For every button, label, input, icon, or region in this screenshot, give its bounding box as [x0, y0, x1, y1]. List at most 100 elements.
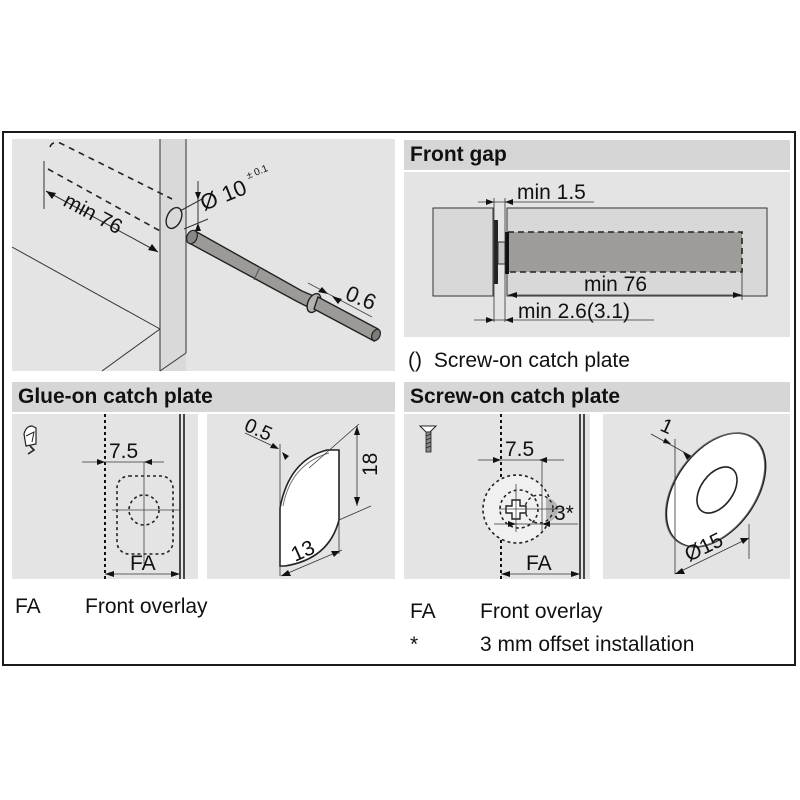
arrow-head — [195, 192, 201, 200]
glue-on-position-drawing: 7.5 FA — [23, 414, 185, 579]
overlay-label: FA — [526, 552, 552, 575]
arrow-head — [148, 244, 158, 252]
arrow-head — [505, 317, 513, 323]
catch-screw-head — [497, 241, 506, 265]
plate-center-hole — [696, 466, 738, 514]
dimension-extension-line — [183, 218, 209, 230]
arrow-head — [501, 571, 510, 577]
arrow-head — [542, 521, 550, 527]
legend-key: FA — [15, 595, 41, 618]
cabinet-side-face — [160, 139, 186, 371]
arrow-head — [281, 570, 291, 576]
offset-label: 3* — [554, 502, 574, 525]
screw-on-position-drawing: 7.5 3* FA — [418, 414, 585, 579]
overlay-label: FA — [130, 552, 156, 575]
screw-on-title: Screw-on catch plate — [410, 385, 621, 408]
glue-on-part-drawing: 18 13 0.5 — [241, 414, 382, 577]
arrow-head — [663, 438, 671, 444]
depth-label: min 76 — [60, 189, 126, 239]
arrow-head — [270, 443, 279, 449]
plate-edge — [664, 432, 766, 548]
note-text: Screw-on catch plate — [433, 349, 630, 372]
legend-key: * — [410, 633, 419, 656]
screw-on-position-panel: 7.5 3* FA — [404, 414, 590, 579]
screw-icon — [418, 425, 438, 453]
hole-opening — [165, 206, 183, 230]
arrow-head — [354, 426, 360, 435]
arrow-head — [486, 199, 494, 205]
width-dimension-line — [280, 549, 343, 577]
glue-on-header: Glue-on catch plate — [12, 382, 395, 412]
front-gap-title: Front gap — [410, 143, 507, 166]
legend-text: 3 mm offset installation — [480, 633, 695, 656]
distance-label: 7.5 — [505, 438, 534, 461]
glue-on-legend: FA Front overlay — [15, 595, 208, 619]
plate-edge-highlight — [282, 452, 330, 507]
height-label: 18 — [359, 453, 382, 476]
arrow-head — [318, 287, 328, 294]
glue-icon — [23, 425, 37, 455]
dimension-extension-line — [338, 505, 372, 521]
screw-on-legend: FA Front overlay * 3 mm offset installatio… — [410, 595, 694, 661]
hole-tolerance-label: ± 0.1 — [245, 163, 270, 182]
thickness-label: 0.5 — [241, 414, 275, 445]
depth-label: min 76 — [584, 273, 647, 296]
thickness-label: 1 — [657, 414, 676, 439]
diameter-dimension-line — [674, 537, 750, 575]
arrow-head — [493, 457, 501, 463]
arrow-head — [740, 538, 749, 544]
catch-plate-outline — [116, 475, 174, 555]
depth-dimension-line — [45, 190, 159, 253]
push-latch-body — [188, 230, 317, 310]
hole-diameter-label: Ø 10 — [197, 175, 251, 216]
hole-outline-dashed — [49, 141, 173, 200]
push-latch-end — [185, 229, 199, 245]
arrow-head — [195, 223, 201, 231]
arrow-head — [105, 571, 114, 577]
installation-panel: min 76 Ø 10 ± 0.1 0.6 — [11, 139, 395, 372]
arrow-head — [46, 191, 56, 199]
arrow-head — [675, 568, 685, 574]
drill-hole-with-latch — [507, 231, 743, 273]
legend-text: Front overlay — [85, 595, 208, 618]
arrow-head — [505, 199, 513, 205]
legend-row: * 3 mm offset installation — [410, 628, 694, 661]
offset-shaded-area — [546, 498, 558, 522]
arrow-head — [144, 459, 152, 465]
installation-drawing: min 76 Ø 10 ± 0.1 0.6 — [11, 139, 382, 372]
latch-face — [505, 232, 509, 274]
arrow-head — [332, 296, 342, 304]
screw-on-part-panel: Ø15 1 — [603, 414, 790, 579]
screw-on-header: Screw-on catch plate — [404, 382, 790, 412]
collar-label: 0.6 — [342, 280, 380, 315]
arrow-head — [171, 571, 180, 577]
arrow-head — [571, 571, 580, 577]
front-gap-panel: min 1.5 min 76 min 2.6(3.1) — [404, 172, 790, 337]
arrow-head — [331, 551, 340, 557]
catch-plate — [494, 220, 498, 284]
front-gap-note: () Screw-on catch plate — [408, 349, 630, 373]
body-seam — [253, 266, 261, 281]
min-gap-label: min 1.5 — [517, 181, 586, 204]
glue-on-title: Glue-on catch plate — [18, 385, 213, 408]
cabinet-edge-line — [159, 352, 187, 372]
note-symbol: () — [408, 349, 422, 372]
glue-on-catch-plate — [279, 449, 340, 567]
distance-label: 7.5 — [109, 440, 138, 463]
glue-on-part-panel: 18 13 0.5 — [207, 414, 395, 579]
thickness-dimension-line — [650, 433, 692, 457]
front-gap-drawing: min 1.5 min 76 min 2.6(3.1) — [432, 181, 768, 323]
cabinet-bottom-line — [11, 246, 161, 330]
front-gap-header: Front gap — [404, 140, 790, 170]
arrow-head — [683, 452, 691, 460]
plunger-tip — [370, 328, 382, 342]
arrow-head — [539, 457, 547, 463]
glue-on-position-panel: 7.5 FA — [12, 414, 198, 579]
legend-key: FA — [410, 600, 436, 623]
arrow-head — [508, 292, 517, 298]
arrow-head — [508, 521, 516, 527]
screw-on-part-drawing: Ø15 1 — [650, 414, 767, 575]
legend-text: Front overlay — [480, 600, 603, 623]
arrow-head — [354, 497, 360, 506]
cabinet-bottom-line — [101, 328, 161, 372]
